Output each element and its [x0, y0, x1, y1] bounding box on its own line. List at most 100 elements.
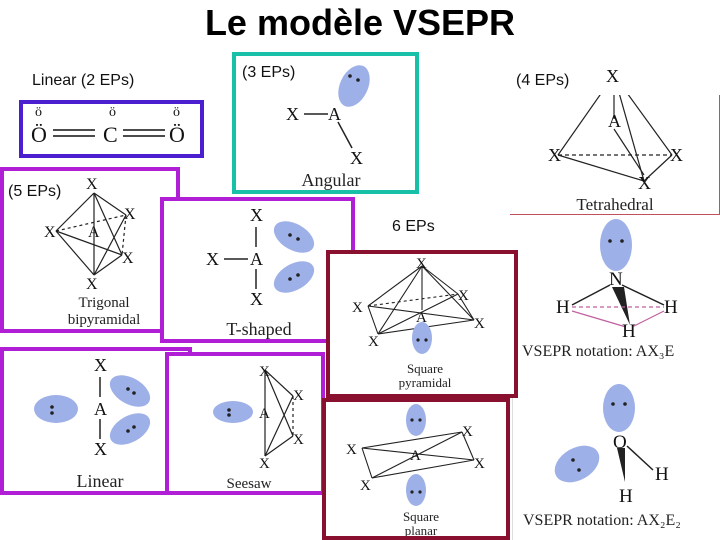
trigonal-bipyramidal-caption: Trigonal bipyramidal	[44, 295, 164, 329]
lone-pair-lobe	[338, 65, 370, 107]
square-planar-caption: Square planar	[366, 509, 476, 538]
atom-x-right: X	[670, 145, 683, 165]
square-pyramidal-diagram: X X X X X A	[352, 256, 485, 354]
page-title: Le modèle VSEPR	[204, 2, 516, 43]
atom-x-left: X	[286, 104, 299, 124]
lone-pair-lobe-2	[554, 445, 600, 483]
linear-caption: Linear	[76, 471, 124, 491]
tetrahedral-diagram: A X X X	[548, 95, 683, 193]
lone-pair-lobe-3	[109, 413, 151, 445]
co2-lewis-structure: ö ö ö Ö C Ö	[31, 105, 185, 147]
atom-a: A	[250, 249, 263, 269]
lone-pair-lobe	[213, 401, 253, 423]
atom-h-left: H	[556, 297, 570, 318]
atom-a: A	[416, 310, 427, 326]
t-shaped-diagram: X X A X	[206, 205, 315, 309]
atom-x-top: X	[259, 364, 270, 380]
nh3-notation: VSEPR notation: AX₃E	[522, 343, 675, 360]
seesaw-diagram: X A X X X	[213, 364, 304, 472]
o-lone-pair: ö	[35, 105, 42, 120]
t-shaped-caption: T-shaped	[226, 319, 292, 339]
caption-line-2: pyramidal	[398, 375, 452, 390]
angular-caption: Angular	[301, 170, 361, 190]
oxygen-left: Ö	[31, 122, 47, 147]
square-planar-panel: X X X X A Square planar	[322, 398, 510, 540]
atom-a: A	[328, 104, 341, 124]
c-lone-pair: ö	[109, 105, 116, 120]
square-pyramidal-caption: Square pyramidal	[370, 362, 480, 390]
oxygen-right: Ö	[169, 122, 185, 147]
linear-diagram: X A X	[34, 355, 151, 459]
atom-a: A	[94, 399, 107, 419]
atom-x-top: X	[250, 205, 263, 225]
five-ep-label: (5 EPs)	[8, 183, 62, 200]
trigonal-bipyramidal-diagram: X X X X A X	[44, 176, 136, 293]
atom-h-right: H	[664, 297, 678, 318]
linear-2ep-label: Linear (2 EPs)	[32, 72, 135, 89]
lone-pair-lobe	[34, 395, 78, 423]
atom-a: A	[88, 224, 100, 241]
atom-x-top: X	[86, 176, 98, 193]
three-ep-label: (3 EPs)	[242, 64, 296, 81]
caption-line-1: Square	[406, 361, 444, 376]
trigonal-bipyramidal-panel: (5 EPs) X X X X A X Trigonal bipyramidal	[0, 167, 180, 333]
square-pyramidal-panel: X X X X X A Square pyramidal	[326, 250, 518, 398]
atom-x-bottom: X	[94, 439, 107, 459]
square-planar-diagram: X X X X A	[346, 404, 485, 506]
atom-x-right-back: X	[462, 424, 473, 440]
atom-x-right-front: X	[474, 456, 485, 472]
tetrahedral-top-atom: X	[606, 66, 619, 86]
atom-x-right-back: X	[458, 288, 469, 304]
tetrahedral-panel: A X X X Tetrahedral	[510, 95, 720, 215]
atom-x-bottom: X	[638, 173, 651, 193]
atom-x-bottom: X	[86, 276, 98, 293]
lone-pair-lobe-2	[273, 261, 315, 293]
h2o-panel: O H H VSEPR notation: AX₂E₂	[512, 378, 720, 540]
lone-pair-lobe	[603, 384, 635, 432]
atom-x-top: X	[606, 66, 619, 86]
nh3-diagram: N H H H	[556, 219, 678, 342]
atom-x-right-top: X	[124, 206, 136, 223]
atom-x-front: X	[360, 478, 371, 494]
carbon: C	[103, 122, 118, 147]
atom-a: A	[608, 111, 621, 131]
angular-molecule-diagram: X A X	[286, 65, 370, 168]
lone-pair-lobe	[406, 404, 426, 436]
atom-x-front: X	[368, 334, 379, 350]
four-ep-label: (4 EPs)	[516, 72, 570, 89]
angular-panel: (3 EPs) X A X Angular	[232, 52, 419, 194]
tetrahedral-caption: Tetrahedral	[576, 195, 654, 214]
h2o-diagram: O H H	[554, 384, 669, 507]
six-ep-label: 6 EPs	[392, 218, 435, 235]
lone-pair-lobe-2	[406, 474, 426, 506]
atom-x-right-bottom: X	[122, 250, 134, 267]
lone-pair-lobe	[273, 221, 315, 253]
seesaw-panel: X A X X X Seesaw	[165, 352, 325, 495]
co2-structure-panel: ö ö ö Ö C Ö	[19, 100, 204, 158]
atom-a: A	[410, 448, 421, 464]
atom-h-bottom: H	[619, 486, 633, 507]
caption-line-2: planar	[404, 523, 438, 538]
linear-panel: X A X Linear	[0, 347, 192, 495]
caption-line-1: Trigonal	[78, 295, 130, 311]
atom-x-bottom: X	[250, 289, 263, 309]
atom-x-right-top: X	[293, 388, 304, 404]
atom-x-top: X	[94, 355, 107, 375]
atom-x-bottom: X	[259, 456, 270, 472]
atom-h-bottom: H	[622, 321, 636, 342]
caption-line-1: Square	[402, 509, 440, 524]
atom-x-left: X	[346, 442, 357, 458]
atom-x-left: X	[44, 224, 56, 241]
atom-o: O	[613, 432, 627, 453]
o-lone-pair-right: ö	[173, 105, 180, 120]
atom-a: A	[259, 406, 270, 422]
lone-pair-lobe	[600, 219, 632, 271]
atom-x-left: X	[548, 145, 561, 165]
t-shaped-panel: X X A X T-shaped	[160, 197, 355, 343]
lone-pair-lobe	[412, 322, 432, 354]
atom-x-top: X	[416, 256, 427, 272]
atom-x-left: X	[352, 300, 363, 316]
atom-x-right-bottom: X	[293, 432, 304, 448]
nh3-panel: N H H H VSEPR notation: AX₃E	[512, 215, 720, 371]
h2o-notation: VSEPR notation: AX₂E₂	[523, 512, 681, 529]
